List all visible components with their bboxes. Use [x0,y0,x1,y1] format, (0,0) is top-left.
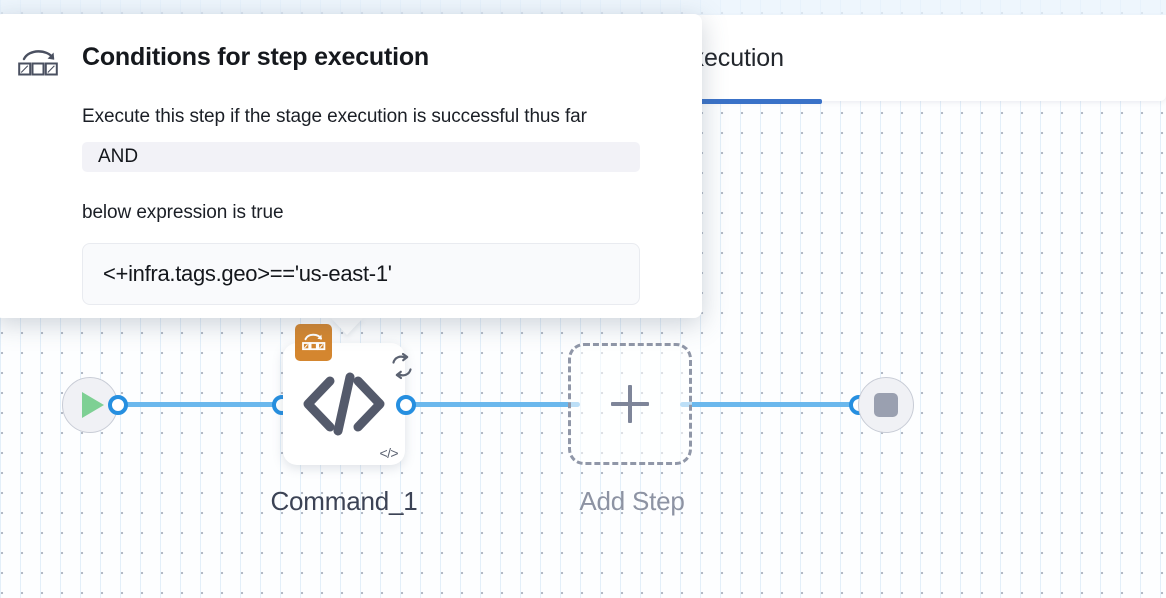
play-icon [82,392,104,418]
edge-command-to-addstep [400,402,580,407]
tooltip-body: Execute this step if the stage execution… [16,106,672,305]
tooltip-header: Conditions for step execution [16,40,672,80]
step-node-command-label: Command_1 [270,486,418,516]
stop-icon [874,393,898,417]
code-icon-corner: </> [379,445,399,461]
tooltip-title: Conditions for step execution [82,43,429,71]
end-node[interactable] [858,377,914,433]
tooltip-arrow [330,317,364,335]
condition-label: below expression is true [82,202,284,223]
conditional-execution-icon [16,46,60,80]
tooltip-description: Execute this step if the stage execution… [82,106,587,127]
retry-loop-icon [385,349,419,383]
port-start-out[interactable] [108,395,128,415]
condition-operator-field: AND [82,142,640,172]
conditional-execution-icon[interactable] [295,324,332,361]
add-step-label: Add Step [579,486,685,516]
add-step-button[interactable] [568,343,692,465]
step-node-command[interactable]: </> [283,324,412,465]
condition-expression-field: <+infra.tags.geo>=='us-east-1' [82,243,640,305]
step-conditions-tooltip: Conditions for step execution Execute th… [0,14,702,318]
plus-icon [611,385,649,423]
edge-start-to-command [112,402,292,407]
edge-addstep-to-end [680,402,870,407]
code-icon [283,343,405,465]
port-command-out[interactable] [396,395,416,415]
